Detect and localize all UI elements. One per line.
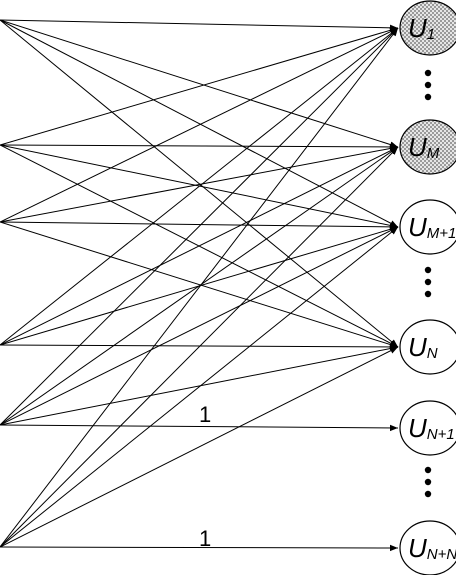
ellipsis-bottom-dot-2: [424, 478, 432, 486]
edge-s3-t1: [0, 27, 399, 223]
ellipsis-bottom-dot-1: [424, 466, 432, 474]
ellipsis-top-dot-1: [424, 69, 432, 77]
edge-s4-t2: [0, 146, 399, 346]
node-label-t5: UN+1: [408, 413, 455, 443]
edge-s3-t2: [0, 145, 399, 223]
node-circle-t4: [399, 319, 456, 375]
node-circle-t2: [399, 119, 456, 175]
edge-s5-t4: [0, 345, 399, 426]
node-circle-t3: [399, 199, 456, 255]
ellipsis-top-dot-3: [424, 93, 432, 101]
edge-s6-t3: [0, 226, 399, 548]
node-circle-t5: [399, 400, 456, 456]
node-circle-t6: [399, 520, 456, 575]
edge-s2-t2: [0, 143, 399, 151]
node-t5: UN+1: [399, 400, 456, 456]
ellipsis-middle-dot-1: [424, 266, 432, 274]
edge-s5-t2: [0, 146, 399, 426]
node-t6: UN+Nt: [399, 520, 456, 575]
edge-s3-t4: [0, 221, 399, 348]
edge-s6-t2: [0, 146, 399, 548]
edge-s1-t1: [0, 19, 399, 32]
edge-s6-t4: [0, 346, 399, 548]
top-partial-glyph: ”: [196, 0, 216, 23]
ellipsis-middle-dot-2: [424, 278, 432, 286]
edge-s4-t1: [0, 27, 399, 346]
edge-s4-t4: [0, 343, 399, 351]
edges-group: [0, 19, 399, 552]
ellipsis-top-dot-2: [424, 81, 432, 89]
node-label-t1: U1: [408, 13, 435, 43]
node-label-t6: UN+Nt: [408, 533, 456, 563]
edge-s5-t3: [0, 226, 399, 426]
edge-s5-t1: [0, 27, 399, 426]
edge-s1-t4: [0, 19, 399, 348]
ellipsis-middle-dot-3: [424, 290, 432, 298]
edge-weight-label-n1: 1: [199, 402, 211, 427]
node-t2: UM: [399, 119, 456, 175]
node-label-t2: UM: [408, 132, 440, 162]
edge-s1-t3: [0, 19, 399, 228]
edge-s3-t3: [0, 221, 399, 231]
node-label-t3: UM+1: [408, 212, 456, 242]
edge-s2-t1: [0, 27, 399, 146]
edge-s1-t2: [0, 19, 399, 148]
node-label-t4: UN: [408, 332, 438, 362]
edge-s6-t1: [0, 27, 399, 548]
ellipsis-bottom-dot-3: [424, 490, 432, 498]
node-t4: UN: [399, 319, 456, 375]
node-t3: UM+1: [399, 199, 456, 255]
node-t1: U1: [399, 0, 456, 56]
node-circle-t1: [399, 0, 456, 56]
edge-labels-group: 1 1: [199, 402, 211, 551]
edge-s6-t6: [0, 544, 399, 552]
edge-weight-label-nnt: 1: [199, 526, 211, 551]
edge-s5-t5: [0, 424, 399, 432]
ellipsis-dots-group: [424, 69, 432, 498]
